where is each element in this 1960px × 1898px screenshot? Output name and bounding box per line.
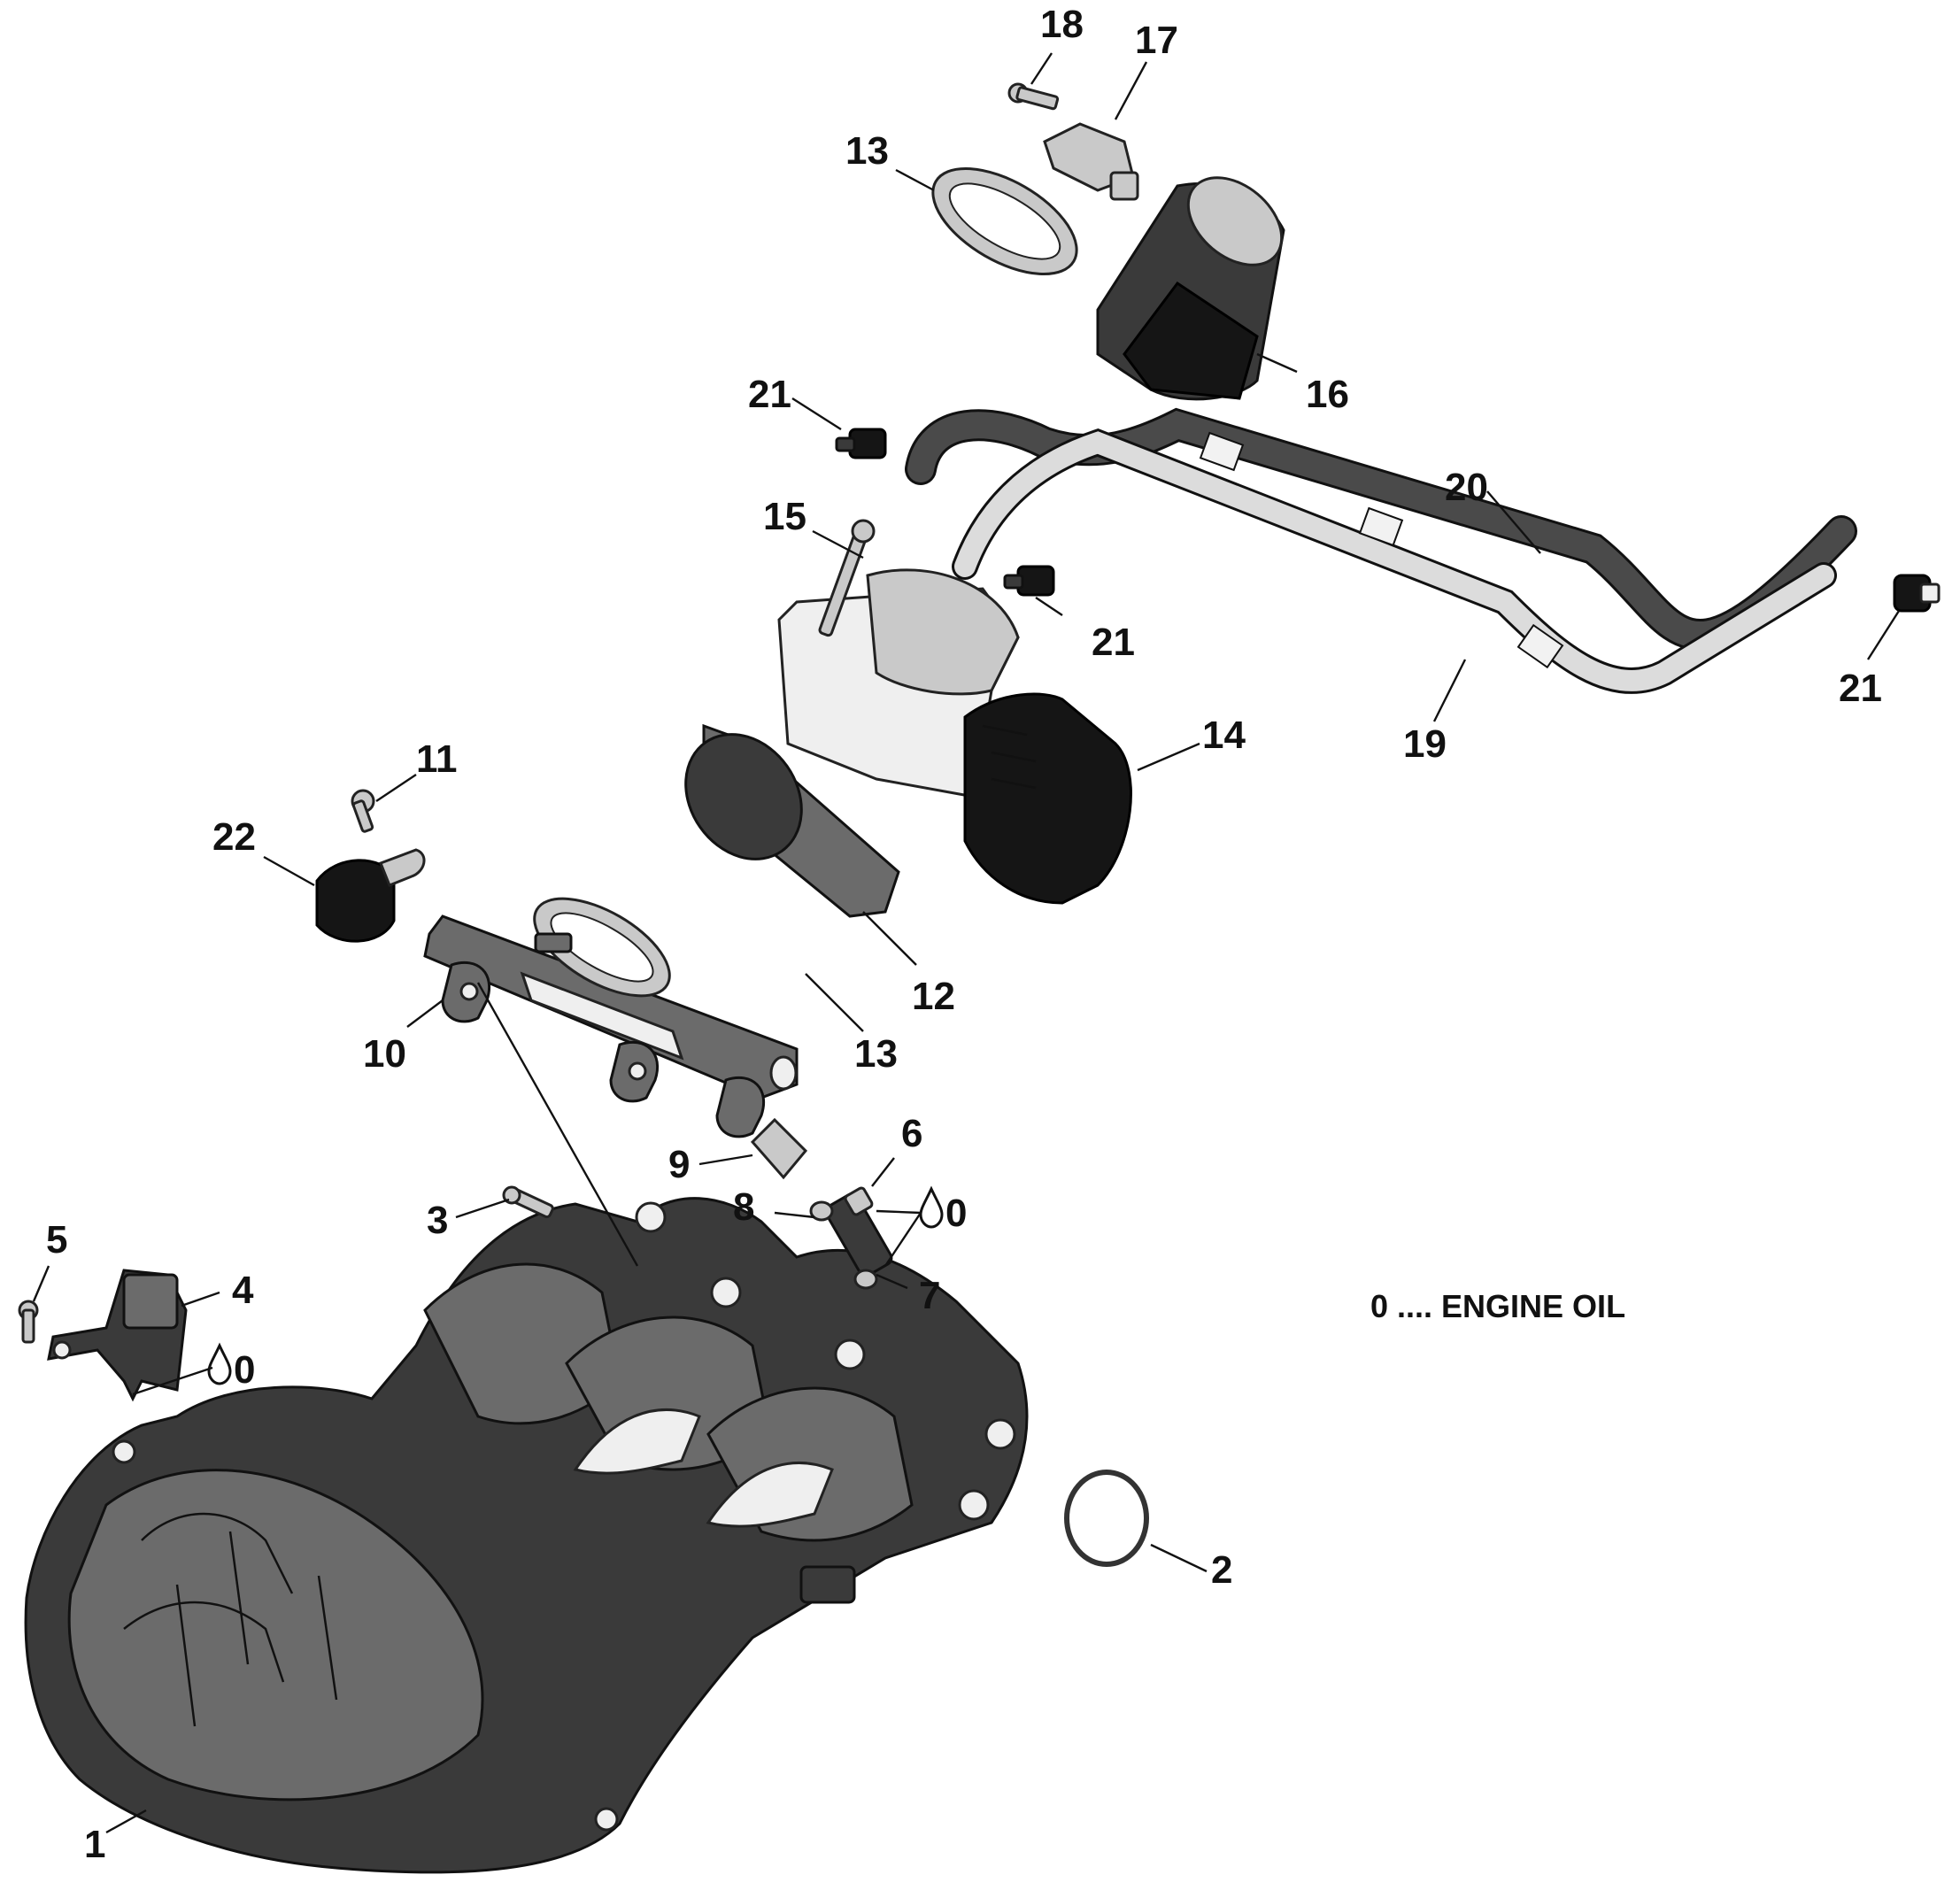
callout-10: 10 [363,1032,406,1076]
part-14-throttle-body [777,568,1132,905]
part-7-o-ring-lower [853,1269,878,1290]
part-13-clamp-upper [931,166,1078,276]
part-22-bracket [315,848,426,943]
part-9-clip [750,1117,808,1180]
part-12-adapter [684,723,900,918]
callout-9: 9 [668,1143,690,1186]
leader-lines [32,52,1901,1834]
part-21-clamp-a [835,428,887,459]
part-15-screw [818,519,876,637]
callout-14: 14 [1202,714,1246,757]
part-17-sensor [1043,122,1139,201]
oil-marker-map-sensor: 0 [234,1348,255,1392]
callout-labels: 1 2 3 4 5 6 7 8 9 10 11 12 13 13 14 15 1… [46,3,1882,1866]
part-4-map-sensor [47,1269,188,1402]
callout-2: 2 [1211,1548,1232,1592]
callout-13-upper: 13 [845,129,889,173]
callout-21-right: 21 [1839,667,1882,710]
part-21-clamp-b [1003,565,1055,597]
callout-22: 22 [212,815,256,859]
part-21-clamp-c [1893,574,1941,613]
oil-drop-icon [919,1185,944,1229]
callout-15: 15 [763,495,806,538]
callout-1: 1 [84,1823,105,1866]
callout-21-mid: 21 [1092,621,1135,664]
part-2-gasket-ring [1064,1470,1149,1567]
callout-17: 17 [1135,19,1178,62]
part-13-clamp-lower [533,897,671,998]
callout-6: 6 [901,1112,922,1155]
part-18-screw [1007,82,1060,111]
part-11-screw [351,789,375,833]
callout-8: 8 [733,1185,754,1229]
callout-21-left: 21 [748,373,791,416]
callout-11: 11 [416,737,458,781]
part-6-fuel-injector [824,1186,893,1277]
callout-3: 3 [427,1199,448,1242]
part-3-screw [502,1185,554,1219]
part-10-fuel-rail [423,914,799,1138]
part-8-o-ring-upper [809,1200,834,1222]
callout-19: 19 [1403,722,1447,766]
part-1-intake-manifold [24,1197,1029,1874]
callout-20: 20 [1445,466,1488,509]
callout-7: 7 [919,1274,940,1317]
callout-5: 5 [46,1218,67,1261]
part-16-air-inlet [1096,176,1285,401]
callout-16: 16 [1306,373,1349,416]
callout-4: 4 [232,1269,254,1312]
legend-engine-oil: 0 .... ENGINE OIL [1370,1288,1625,1324]
oil-drop-icon [207,1342,232,1385]
callout-18: 18 [1040,3,1084,46]
callout-12: 12 [912,975,955,1018]
part-5-screw [18,1300,39,1344]
callout-13-lower: 13 [854,1032,898,1076]
part-19-20-hoses [905,407,1857,694]
oil-marker-injector: 0 [945,1192,967,1235]
